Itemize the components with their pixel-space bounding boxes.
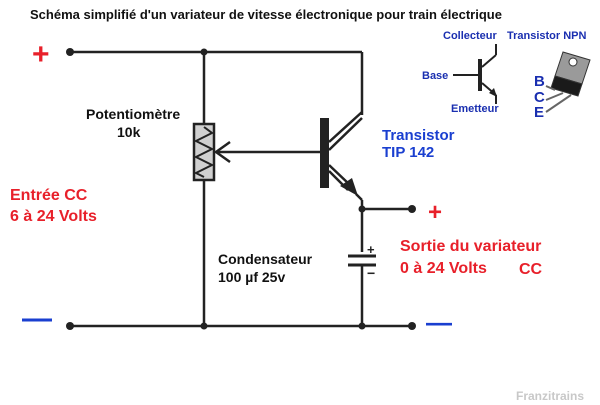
diagram-title: Schéma simplifié d'un variateur de vites… xyxy=(30,7,502,22)
output-junction-dot xyxy=(358,205,366,213)
to220-package-icon xyxy=(545,51,591,113)
npn-inset: Collecteur Transistor NPN Base Emetteur … xyxy=(422,30,591,121)
inset-pin-e: E xyxy=(534,104,544,121)
input-voltage-range: 6 à 24 Volts xyxy=(10,208,97,225)
output-minus-symbol: — xyxy=(426,307,452,337)
transistor-base-bar xyxy=(320,118,329,188)
potentiometer-label: Potentiomètre xyxy=(86,106,180,122)
transistor-collector-line-b xyxy=(328,117,363,151)
inset-emitter-label: Emetteur xyxy=(451,103,499,115)
output-plus-terminal xyxy=(408,205,416,213)
transistor-collector-line-a xyxy=(328,111,363,143)
inset-base-bar xyxy=(478,59,482,91)
potentiometer-zigzag xyxy=(193,126,215,178)
capacitor-plus-sign: + xyxy=(367,242,375,257)
inset-emitter-arrow xyxy=(489,88,497,97)
output-label: Sortie du variateur xyxy=(400,238,541,255)
capacitor-value: 100 µf 25v xyxy=(218,269,285,285)
input-plus-symbol: + xyxy=(32,38,50,71)
input-minus-symbol: — xyxy=(22,302,52,335)
emitter-link-wire xyxy=(355,193,363,201)
potentiometer-value: 10k xyxy=(117,124,141,140)
output-unit: CC xyxy=(519,261,543,278)
watermark-text: Franzitrains xyxy=(516,389,584,403)
inset-pin-b: B xyxy=(534,73,545,90)
transistor-emitter-arrow xyxy=(340,178,358,196)
inset-collector-line xyxy=(481,54,497,68)
output-voltage-range: 0 à 24 Volts xyxy=(400,260,487,277)
inset-base-label: Base xyxy=(422,70,448,82)
inset-pin-c: C xyxy=(534,89,545,106)
inset-collector-label: Collecteur xyxy=(443,30,498,42)
wiper-arrow xyxy=(213,140,231,164)
input-label: Entrée CC xyxy=(10,187,88,204)
input-plus-terminal xyxy=(66,48,74,56)
input-minus-terminal xyxy=(66,322,74,330)
transistor-label: Transistor xyxy=(382,127,455,144)
transistor-model: TIP 142 xyxy=(382,144,434,161)
inset-transistor-type: Transistor NPN xyxy=(507,30,587,42)
capacitor-label: Condensateur xyxy=(218,251,313,267)
output-plus-symbol: + xyxy=(428,199,442,226)
output-minus-terminal xyxy=(408,322,416,330)
capacitor-minus-sign: − xyxy=(367,265,375,281)
